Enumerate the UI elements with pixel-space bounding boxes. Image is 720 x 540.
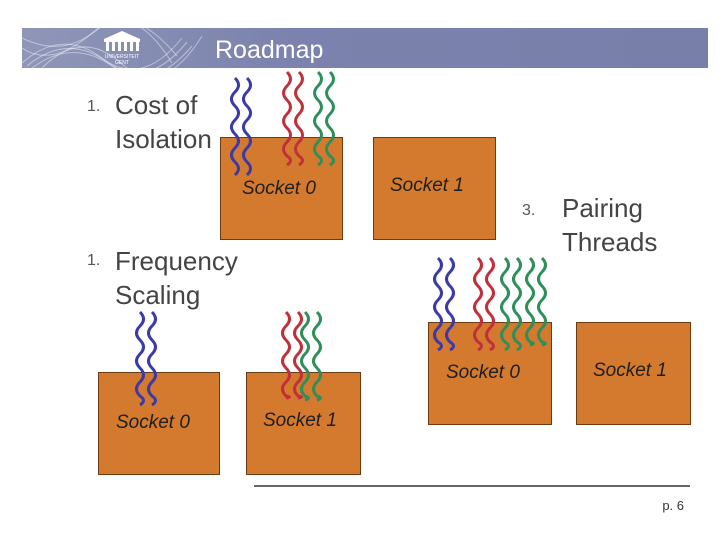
thread-iso-blue-b <box>242 76 252 177</box>
item1-line2: Isolation <box>115 124 212 154</box>
footer-rule <box>254 485 690 487</box>
logo-text-line2: GENT <box>115 60 129 66</box>
university-logo: UNIVERSITEIT GENT <box>104 31 140 66</box>
thread-freq-green-b <box>312 310 322 402</box>
thread-pair-red-a <box>473 256 483 352</box>
item2-number: 1. <box>87 252 101 269</box>
thread-pair-green2-b <box>537 256 547 347</box>
item3-number: 3. <box>522 202 536 219</box>
logo-text-line1: UNIVERSITEIT <box>105 54 139 60</box>
thread-pair-red-b <box>485 256 495 352</box>
header-swirl-decoration <box>22 28 203 68</box>
thread-iso-green-a <box>313 70 323 167</box>
item2-text: Frequency Scaling <box>115 244 238 312</box>
thread-pair-green-b <box>512 256 522 352</box>
socket-isolation-1-label: Socket 1 <box>390 175 464 196</box>
item1-line1: Cost of <box>115 90 198 120</box>
socket-freq-0 <box>98 372 220 475</box>
thread-iso-red-a <box>282 70 292 167</box>
item2-line2: Scaling <box>115 280 201 310</box>
thread-pair-green2-a <box>525 256 535 347</box>
socket-pair-0-label: Socket 0 <box>446 362 520 383</box>
thread-iso-red-b <box>294 70 304 167</box>
thread-freq-red-b <box>293 310 303 400</box>
thread-pair-blue-b <box>445 256 455 352</box>
slide-title: Roadmap <box>215 36 324 64</box>
item1-text: Cost of Isolation <box>115 88 212 156</box>
socket-isolation-1 <box>373 137 496 240</box>
thread-pair-blue-a <box>433 256 443 352</box>
thread-freq-green-a <box>300 310 310 402</box>
thread-iso-green-b <box>325 70 335 167</box>
thread-freq-blue-b <box>147 310 157 407</box>
item1-number: 1. <box>87 98 101 115</box>
item3-line1: Pairing <box>562 193 643 223</box>
socket-isolation-0-label: Socket 0 <box>242 178 316 199</box>
socket-pair-1 <box>576 322 691 425</box>
socket-freq-0-label: Socket 0 <box>116 412 190 433</box>
thread-freq-red-a <box>281 310 291 400</box>
item3-line2: Threads <box>562 227 658 257</box>
socket-freq-1 <box>246 372 361 475</box>
socket-freq-1-label: Socket 1 <box>263 410 337 431</box>
socket-isolation-0 <box>220 137 343 240</box>
thread-pair-green-a <box>500 256 510 352</box>
item2-line1: Frequency <box>115 246 238 276</box>
socket-pair-1-label: Socket 1 <box>593 360 667 381</box>
thread-freq-blue-a <box>135 310 145 407</box>
item3-text: Pairing Threads <box>562 191 657 259</box>
thread-iso-blue-a <box>230 76 240 177</box>
page-number: p. 6 <box>662 498 684 513</box>
